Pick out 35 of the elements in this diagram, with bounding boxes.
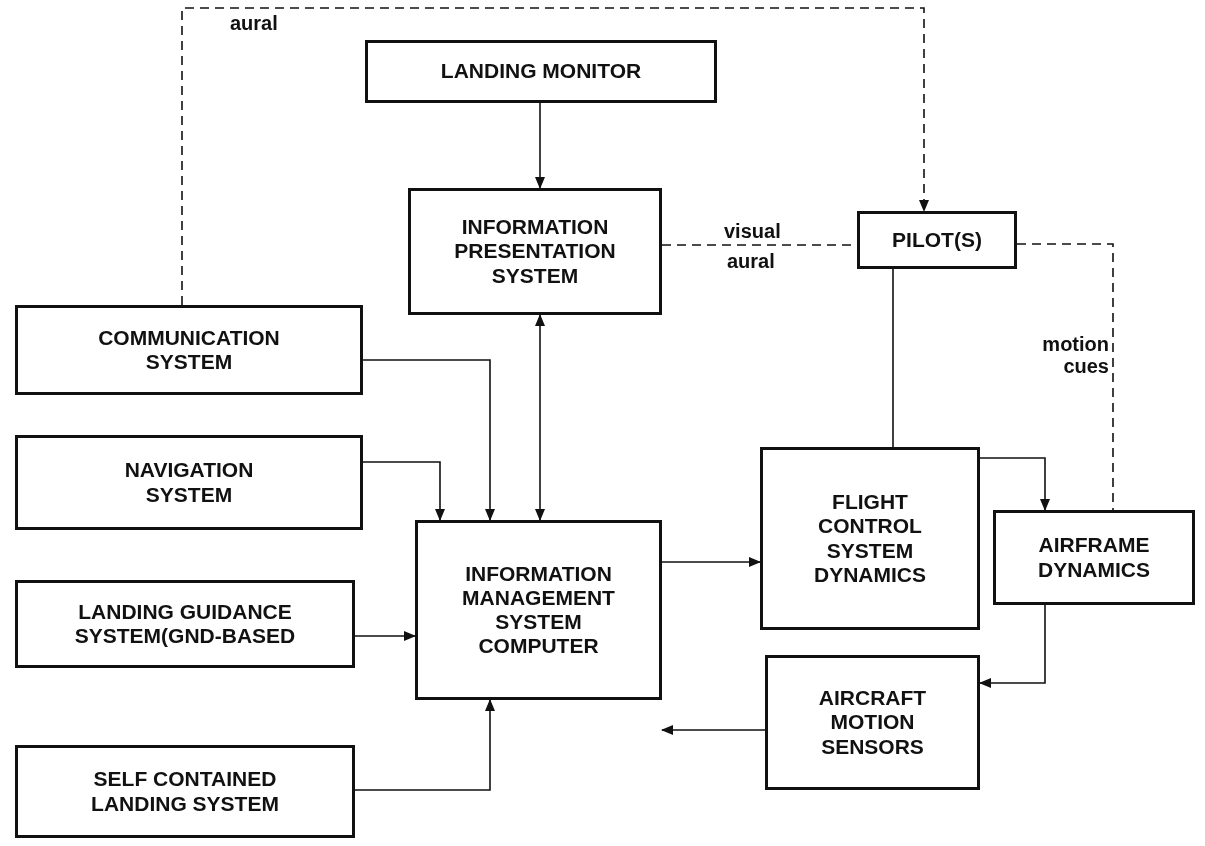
process-box xyxy=(15,745,355,838)
arrow xyxy=(661,557,761,567)
box-label: AIRFRAME DYNAMICS xyxy=(1037,533,1151,582)
process-box xyxy=(15,580,355,668)
box-label: LANDING GUIDANCE SYSTEM(GND-BASED xyxy=(73,599,297,649)
box-label: FLIGHT CONTROL SYSTEM DYNAMICS xyxy=(813,490,927,587)
box-label: COMMUNICATION SYSTEM xyxy=(97,325,281,375)
box-label: AIRCRAFT MOTION SENSORS xyxy=(817,686,928,759)
arrow xyxy=(362,461,445,521)
process-box xyxy=(15,435,363,530)
process-box xyxy=(365,40,717,103)
process-box xyxy=(760,447,980,630)
arrow xyxy=(354,631,416,641)
box-label: INFORMATION PRESENTATION SYSTEM xyxy=(453,215,617,288)
box-label: PILOT(S) xyxy=(892,227,982,253)
arrow xyxy=(661,725,766,735)
box-label: INFORMATION MANAGEMENT SYSTEM COMPUTER xyxy=(461,561,616,659)
process-box xyxy=(15,305,363,395)
box-label: NAVIGATION SYSTEM xyxy=(123,458,255,507)
arrow xyxy=(979,457,1050,511)
arrow xyxy=(979,604,1046,688)
arrow xyxy=(535,314,545,521)
box-label: SELF CONTAINED LANDING SYSTEM xyxy=(90,767,280,816)
process-box xyxy=(765,655,980,790)
dashed-connector xyxy=(1016,243,1114,511)
edge-label: motion cues xyxy=(1041,333,1110,377)
box-label: LANDING MONITOR xyxy=(440,59,642,84)
arrow xyxy=(535,102,545,189)
dashed-connector xyxy=(181,7,929,306)
process-box xyxy=(993,510,1195,605)
process-box xyxy=(408,188,662,315)
process-box xyxy=(857,211,1017,269)
arrow xyxy=(362,359,495,521)
process-box xyxy=(415,520,662,700)
arrow xyxy=(354,699,495,791)
